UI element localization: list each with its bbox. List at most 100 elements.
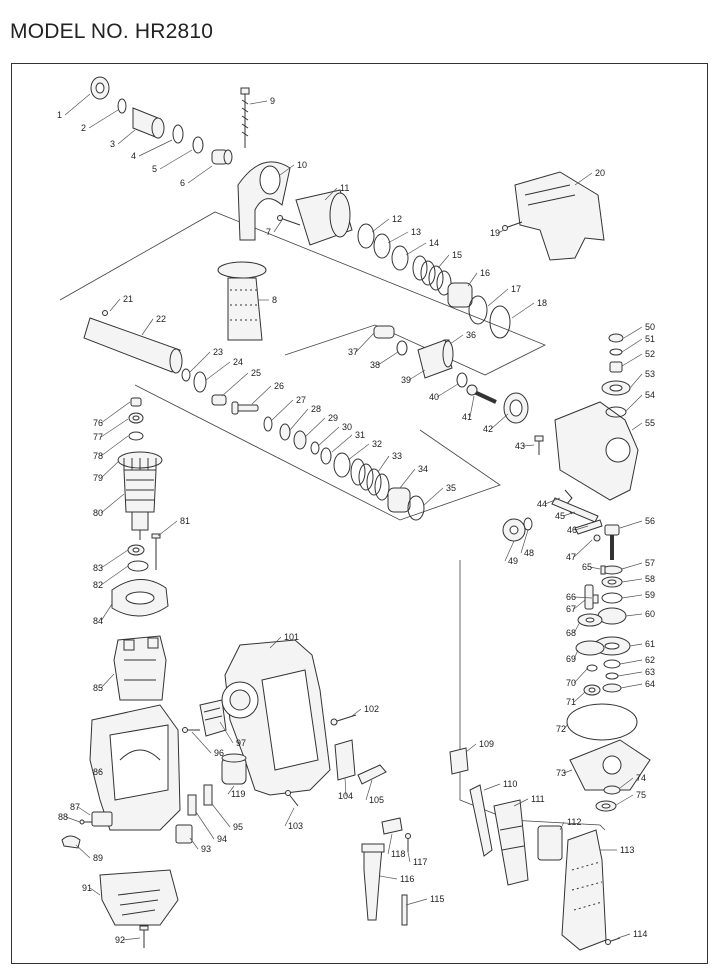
part-21-pin — [102, 310, 108, 316]
leader-line-33 — [377, 455, 390, 473]
part-20-gear-housing-cover — [514, 171, 605, 261]
leader-line-11 — [324, 187, 338, 201]
model-title: MODEL NO. HR2810 — [10, 20, 214, 43]
part-76-bearing — [130, 397, 142, 407]
leader-line-94 — [195, 811, 215, 840]
part-105-lever — [357, 764, 387, 785]
part-94-carbon-brush — [187, 794, 197, 816]
part-117-screw — [405, 833, 411, 852]
part-91-rear-cover — [99, 869, 179, 926]
part-84-baffle-plate — [111, 579, 169, 617]
leader-line-80 — [100, 493, 125, 514]
leader-line-2 — [88, 109, 119, 129]
leader-line-101 — [269, 636, 282, 649]
part-number-label-48: 48 — [524, 548, 534, 558]
part-number-label-119: 119 — [231, 789, 245, 799]
leader-line-88 — [65, 816, 81, 823]
leader-line-78 — [100, 435, 129, 457]
part-number-label-5: 5 — [152, 164, 157, 174]
part-72-o-ring — [566, 703, 638, 741]
part-87-switch — [91, 811, 113, 827]
leader-line-16 — [467, 272, 478, 287]
leader-line-36 — [449, 334, 464, 345]
leader-line-21 — [109, 298, 121, 312]
part-number-label-26: 26 — [274, 381, 284, 391]
part-number-label-49: 49 — [508, 556, 518, 566]
leader-line-75 — [615, 794, 634, 806]
part-63-ring — [605, 672, 619, 680]
part-53-bearing — [601, 380, 631, 396]
diagram-frame — [11, 63, 708, 964]
part-41-piston-rod — [466, 384, 497, 404]
part-75-oil-seal — [595, 800, 617, 812]
part-number-label-42: 42 — [483, 424, 493, 434]
part-number-label-69: 69 — [566, 654, 576, 664]
part-118-cord-clamp — [381, 817, 403, 835]
leader-line-52 — [621, 353, 643, 367]
leader-line-43 — [522, 444, 535, 447]
leader-line-61 — [629, 643, 643, 647]
part-number-label-35: 35 — [446, 483, 456, 493]
part-104-name-plate — [334, 739, 356, 781]
leader-line-71 — [573, 691, 586, 703]
leader-line-110 — [483, 783, 501, 791]
leader-line-4 — [138, 139, 173, 157]
leader-line-73 — [563, 769, 573, 774]
part-113-handle-cover — [561, 829, 607, 951]
leader-line-32 — [347, 443, 370, 461]
leader-line-76 — [100, 401, 131, 424]
leader-line-49 — [504, 540, 515, 562]
part-17-retaining-ring — [468, 295, 488, 325]
part-number-label-3: 3 — [110, 139, 115, 149]
part-number-label-96: 96 — [214, 748, 224, 758]
leader-line-63 — [617, 671, 643, 677]
group-outline-right — [459, 560, 606, 831]
part-number-label-44: 44 — [537, 499, 547, 509]
part-50-cap — [608, 333, 624, 343]
part-number-label-110: 110 — [503, 779, 517, 789]
leader-line-46 — [574, 525, 589, 531]
leader-line-26 — [251, 385, 272, 405]
part-number-label-13: 13 — [411, 227, 421, 237]
part-40-o-ring — [456, 372, 468, 388]
leader-line-28 — [289, 408, 309, 431]
part-number-label-84: 84 — [93, 616, 103, 626]
part-16-sleeve — [447, 282, 473, 308]
part-67-shaft — [584, 584, 594, 610]
part-number-label-78: 78 — [93, 451, 103, 461]
leader-line-87 — [77, 806, 91, 816]
leader-line-12 — [371, 218, 390, 233]
part-116-cord-guard — [361, 843, 385, 921]
part-101-housing — [221, 639, 331, 796]
part-number-label-117: 117 — [413, 857, 427, 867]
leader-line-29 — [304, 417, 326, 438]
part-62-washer — [603, 659, 621, 669]
part-number-label-19: 19 — [490, 228, 500, 238]
part-number-label-63: 63 — [645, 667, 655, 677]
part-64-bearing — [602, 683, 622, 693]
leader-line-31 — [331, 434, 353, 453]
part-number-label-65: 65 — [582, 562, 592, 572]
part-83-bearing — [127, 544, 145, 556]
leader-line-62 — [619, 659, 643, 665]
part-74-bearing — [603, 785, 621, 795]
part-number-label-109: 109 — [479, 739, 494, 749]
part-number-label-61: 61 — [645, 639, 655, 649]
part-number-label-73: 73 — [556, 768, 566, 778]
part-number-label-57: 57 — [645, 558, 655, 568]
leader-line-72 — [563, 723, 569, 730]
leader-line-56 — [619, 520, 643, 529]
part-32-ring — [333, 452, 351, 478]
leader-line-27 — [271, 399, 294, 421]
part-110-strain-relief — [469, 784, 493, 857]
part-68-bearing — [577, 613, 603, 627]
part-number-label-85: 85 — [93, 683, 103, 693]
leader-line-3 — [117, 129, 136, 145]
part-number-label-94: 94 — [217, 834, 227, 844]
part-46-plate — [574, 519, 603, 535]
part-42-bearing-box — [503, 392, 529, 424]
leader-line-51 — [621, 338, 643, 353]
part-number-label-25: 25 — [251, 368, 261, 378]
part-number-label-33: 33 — [392, 451, 402, 461]
part-number-label-97: 97 — [236, 738, 246, 748]
